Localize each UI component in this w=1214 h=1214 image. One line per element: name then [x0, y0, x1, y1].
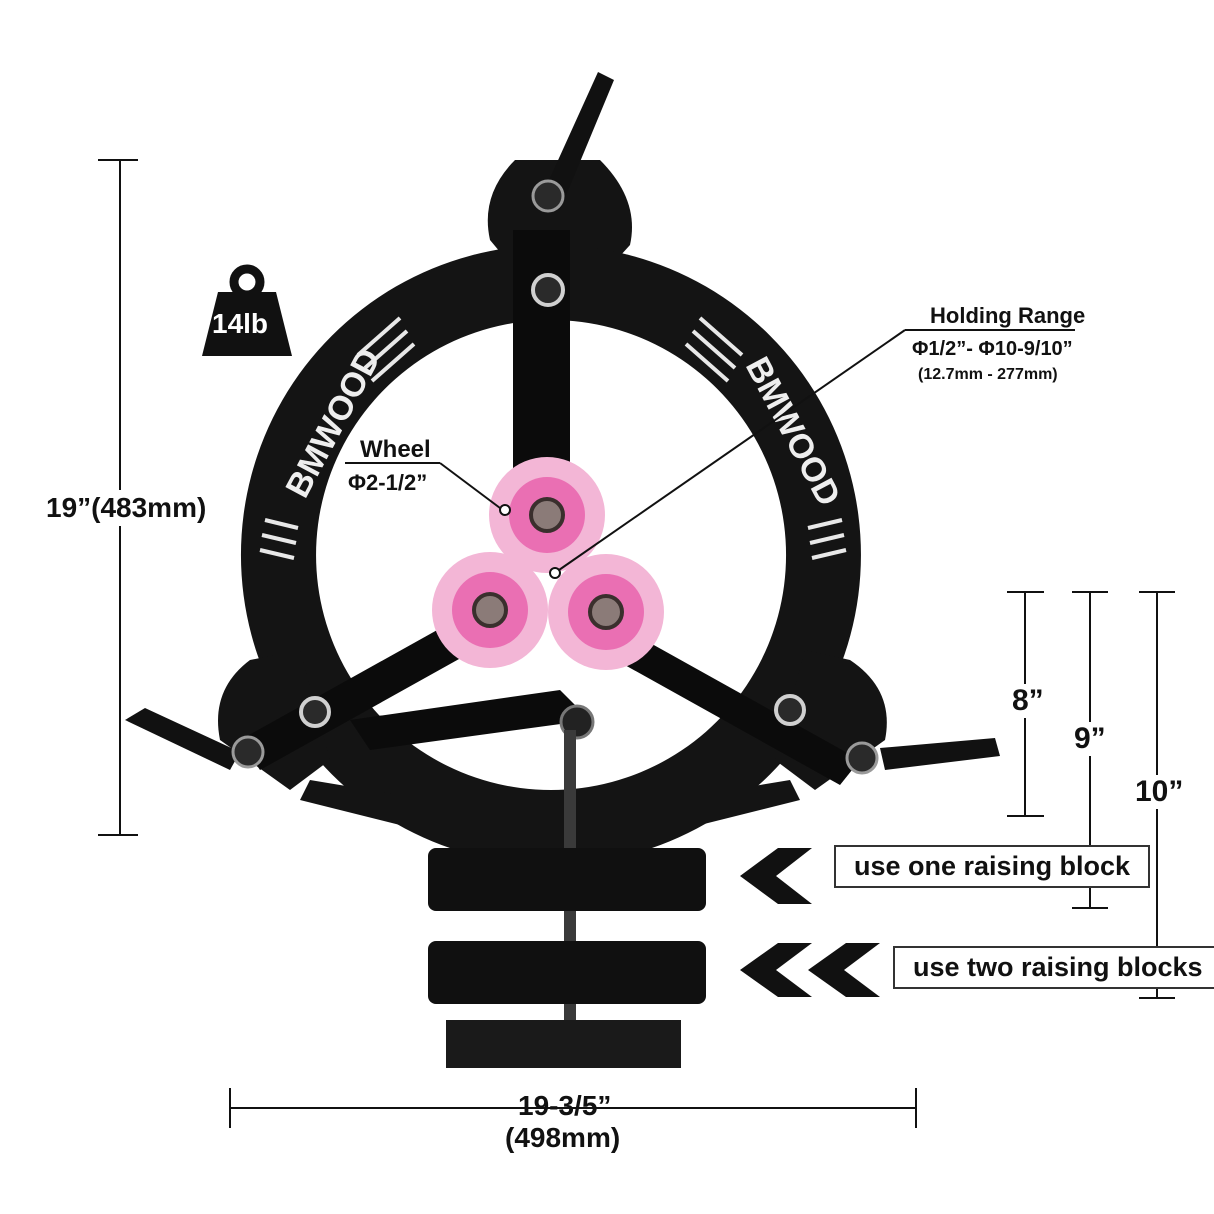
- pivot-bolts: [231, 179, 879, 775]
- width-label-line1: 19-3/5”: [518, 1090, 612, 1121]
- wheel-right: [548, 554, 664, 670]
- wheel-top: [489, 457, 605, 573]
- wheel-callout-line: [345, 462, 511, 516]
- holding-range-imperial: Φ1/2”- Φ10-9/10”: [912, 338, 1073, 360]
- width-label-line2: (498mm): [505, 1122, 621, 1153]
- chevron-one-icon: [740, 848, 812, 904]
- weight-icon: [202, 264, 292, 356]
- chevron-two-icon: [740, 943, 880, 997]
- width-dimension-line: [229, 1088, 917, 1128]
- height-8-label: 8”: [1012, 684, 1044, 718]
- holding-range-metric: (12.7mm - 277mm): [918, 366, 1058, 383]
- handle-levers: [125, 72, 1000, 770]
- holding-range-callout-line: [549, 329, 1075, 579]
- one-raising-block-label: use one raising block: [834, 845, 1151, 888]
- raising-blocks: [428, 848, 706, 1068]
- wheel-title: Wheel: [360, 436, 431, 463]
- height-10-label: 10”: [1135, 775, 1184, 809]
- ring-stripes: [259, 316, 847, 560]
- holding-range-title: Holding Range: [930, 303, 1086, 328]
- height-9-label: 9”: [1074, 722, 1106, 756]
- wheel-size: Φ2-1/2”: [348, 470, 428, 495]
- height-label: 19”(483mm): [44, 490, 209, 526]
- weight-label: 14lb: [212, 308, 269, 339]
- two-raising-blocks-label: use two raising blocks: [893, 946, 1214, 989]
- wheel-left: [432, 552, 548, 668]
